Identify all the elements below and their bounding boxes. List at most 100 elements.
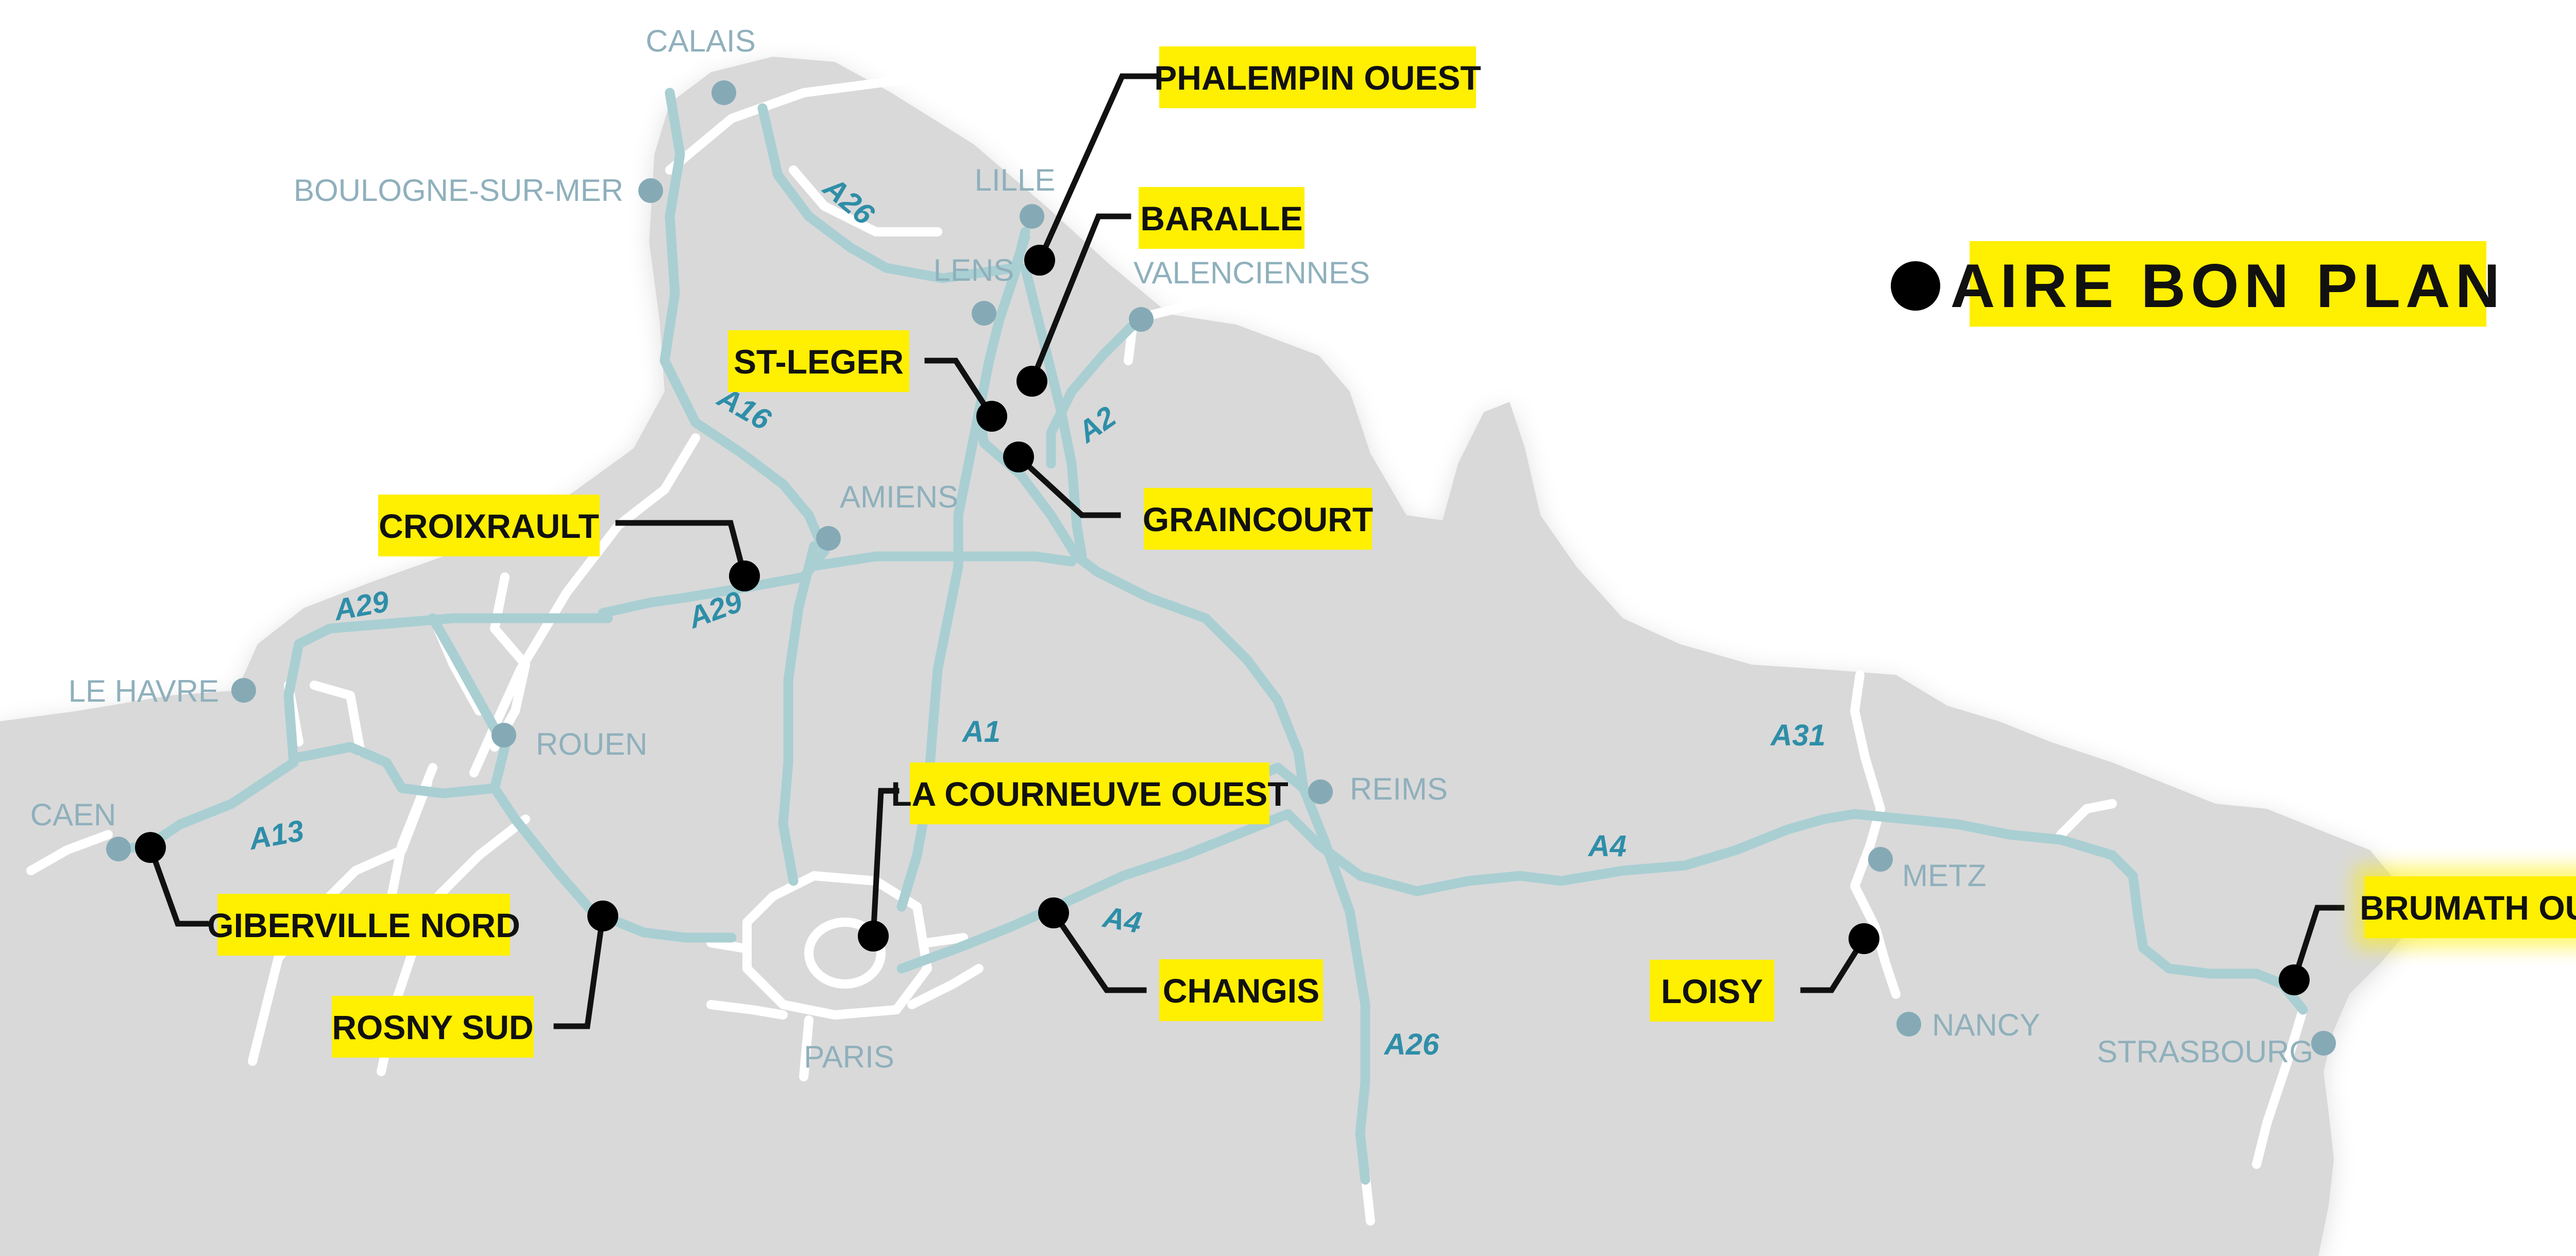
city-label: LENS (934, 253, 1014, 287)
rest-area-marker-icon (2279, 964, 2310, 995)
secondary-road (923, 933, 968, 947)
leader-line (1049, 909, 1147, 993)
highway-line (1020, 263, 1087, 562)
city-label: LILLE (975, 163, 1056, 197)
city-lille: LILLE (975, 163, 1056, 229)
city-dot (1896, 1012, 1921, 1037)
rest-area-croixrault: CROIXRAULT (378, 495, 760, 591)
city-nancy: NANCY (1896, 1008, 2040, 1042)
leader-line (924, 358, 996, 420)
city-label: PARIS (804, 1040, 894, 1074)
rest-area-st-leger: ST-LEGER (728, 330, 1007, 432)
leader-line (1800, 935, 1868, 993)
secondary-road (665, 70, 947, 175)
black-dot-icon (1891, 261, 1940, 311)
city-caen: CAEN (30, 797, 131, 861)
highway-line (1046, 314, 1144, 469)
highway-label-a4: A4 (1587, 829, 1626, 863)
city-dot (1129, 307, 1154, 332)
callout-label: GIBERVILLE NORD (207, 906, 520, 944)
city-dot (2311, 1031, 2336, 1056)
secondary-road (26, 830, 113, 875)
city-dot (711, 80, 736, 105)
callout-box (332, 996, 534, 1058)
city-dot (638, 178, 663, 203)
city-metz: METZ (1868, 847, 1986, 893)
callout-label: CROIXRAULT (379, 507, 599, 545)
highway-network (113, 88, 2308, 1185)
highway-line (598, 88, 829, 618)
city-label: ROUEN (536, 727, 648, 761)
callout-box (1650, 960, 1774, 1022)
rest-area-marker-icon (729, 561, 760, 591)
city-rouen: ROUEN (492, 723, 648, 761)
city-label: NANCY (1932, 1008, 2040, 1042)
secondary-road (706, 938, 747, 953)
leader-line (1036, 73, 1162, 264)
rest-area-marker-icon (587, 901, 618, 931)
city-le-havre: LE HAVRE (69, 674, 256, 708)
callout-label: BARALLE (1140, 199, 1302, 237)
rest-area-marker-icon (1849, 923, 1879, 954)
legend-box (1970, 241, 2486, 327)
highway-label-a26: A26 (1383, 1028, 1439, 1061)
city-label: LE HAVRE (69, 674, 219, 708)
rest-area-marker-icon (1024, 245, 1055, 276)
city-dot (231, 678, 256, 703)
city-dot (1868, 847, 1893, 872)
rest-area-la-courneuve-ouest: LA COURNEUVE OUEST (858, 762, 1289, 952)
callout-box (1144, 488, 1372, 550)
rest-area-marker-icon (1038, 897, 1069, 928)
secondary-roads (26, 70, 2308, 1226)
secondary-road (1850, 670, 1901, 999)
rest-area-rosny-sud: ROSNY SUD (332, 901, 618, 1058)
leader-line (553, 912, 606, 1029)
secondary-road (742, 871, 932, 1020)
secondary-road (490, 572, 530, 752)
rest-area-baralle: BARALLE (1016, 187, 1304, 397)
secondary-road (310, 681, 365, 757)
rest-area-marker-icon (976, 401, 1007, 432)
callout-label: GRAINCOURT (1143, 500, 1373, 538)
secondary-road (907, 964, 984, 1009)
secondary-road (789, 165, 942, 236)
city-valenciennes: VALENCIENNES (1129, 256, 1370, 332)
callout-box (1159, 46, 1476, 108)
leader-line (615, 520, 748, 580)
city-paris: PARIS (804, 1040, 894, 1074)
highway-line (428, 613, 510, 793)
city-label: REIMS (1350, 772, 1448, 806)
highway-line (294, 742, 737, 943)
callout-box (910, 762, 1269, 824)
callout-box (1159, 959, 1323, 1021)
legend: AIRE BON PLAN (1891, 241, 2505, 327)
city-label: VALENCIENNES (1133, 256, 1370, 290)
rest-area-marker-icon (1003, 442, 1034, 472)
land-mass (0, 57, 2411, 1256)
highway-label-a31: A31 (1770, 719, 1825, 752)
city-amiens: AMIENS (816, 480, 958, 551)
highway-line (113, 613, 613, 855)
city-strasbourg: STRASBOURG (2097, 1031, 2336, 1069)
callout-label: PHALEMPIN OUEST (1154, 59, 1481, 97)
callout-box (217, 894, 510, 956)
callout-label: LA COURNEUVE OUEST (891, 775, 1288, 813)
highway-label-a4: A4 (1099, 900, 1144, 940)
secondary-road (804, 918, 886, 989)
highway-line (757, 103, 1030, 283)
highway-label-a1: A1 (961, 715, 1001, 749)
city-dot (1020, 204, 1044, 229)
callout-label: ROSNY SUD (332, 1008, 533, 1046)
callout-box (2365, 876, 2576, 938)
legend-label: AIRE BON PLAN (1951, 251, 2505, 320)
highway-line (974, 407, 1370, 1185)
secondary-road (2056, 799, 2117, 839)
callout-label: LOISY (1661, 972, 1763, 1010)
city-label: STRASBOURG (2097, 1034, 2313, 1069)
city-lens: LENS (934, 253, 1014, 326)
leader-line (146, 843, 209, 927)
secondary-road (2252, 1005, 2308, 1169)
callout-label: ST-LEGER (734, 343, 904, 381)
